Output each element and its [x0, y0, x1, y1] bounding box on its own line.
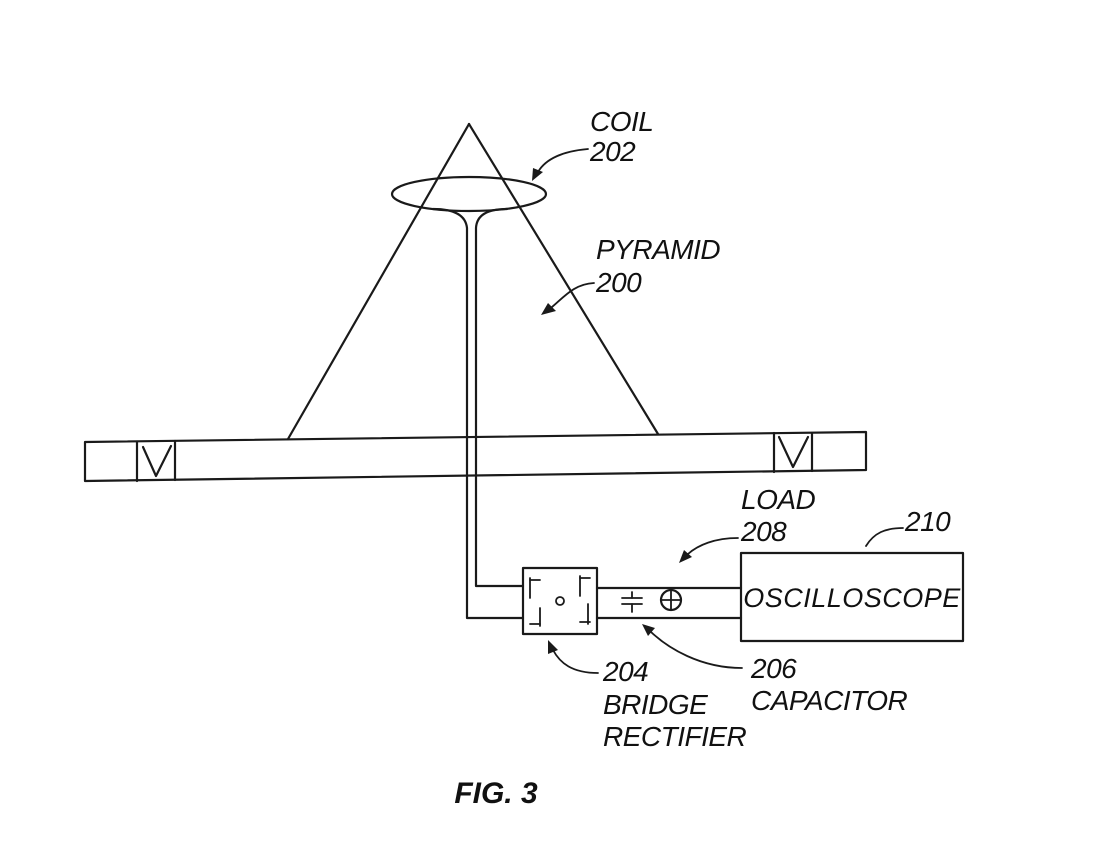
bridge-center-node: [555, 596, 565, 606]
capacitor-leader-arrowhead: [642, 624, 655, 636]
bridge-label-line1: BRIDGE: [603, 689, 708, 720]
oscilloscope-label: OSCILLOSCOPE: [743, 583, 961, 613]
oscilloscope-box: [739, 551, 965, 643]
pyramid: [286, 122, 660, 441]
load-leader: [687, 537, 739, 555]
bridge-label-line2: RECTIFIER: [603, 721, 747, 752]
load-label: LOAD: [741, 484, 816, 515]
load-208: [659, 588, 683, 612]
leader-lines: [532, 148, 904, 674]
coil-leader: [537, 148, 589, 173]
coil-202: [390, 175, 548, 213]
coil-lead-wires: [431, 207, 525, 620]
coil-leader-arrowhead: [532, 168, 543, 181]
left-v-mark: [141, 444, 173, 478]
load-ref-label: 208: [740, 516, 787, 547]
inner-lead-wire: [474, 207, 525, 588]
coil-label: COIL: [590, 106, 653, 137]
bridge-rectifier-box: [521, 566, 599, 636]
capacitor-206: [621, 591, 643, 613]
capacitor-label: CAPACITOR: [751, 685, 908, 716]
coil-ref-label: 202: [589, 136, 636, 167]
right-m-mark: [777, 435, 810, 469]
capacitor-leader: [650, 631, 743, 669]
pyramid-right-edge: [467, 122, 660, 436]
figure-caption: FIG. 3: [454, 777, 538, 810]
bridge-leader-arrowhead: [548, 640, 558, 654]
base-outline: [83, 430, 868, 483]
bridge-leader: [552, 649, 599, 674]
outer-lead-wire: [431, 207, 525, 620]
output-wires: [595, 586, 743, 620]
bridge-rectifier-204: [521, 566, 599, 636]
capacitor-ref-label: 206: [750, 653, 797, 684]
oscilloscope-leader: [865, 527, 904, 547]
labels: COIL 202 PYRAMID 200 LOAD 208 210 204 BR…: [589, 106, 952, 752]
oscilloscope-210: OSCILLOSCOPE: [739, 551, 965, 643]
pyramid-leader-arrowhead: [541, 303, 556, 315]
load-leader-arrowhead: [679, 550, 692, 563]
oscilloscope-ref-label: 210: [904, 506, 951, 537]
pyramid-leader: [551, 282, 595, 308]
pyramid-ref-label: 200: [595, 267, 642, 298]
base-platform: [83, 430, 868, 483]
pyramid-left-edge: [286, 122, 471, 441]
bridge-ref-label: 204: [602, 656, 648, 687]
pyramid-label: PYRAMID: [596, 234, 720, 265]
